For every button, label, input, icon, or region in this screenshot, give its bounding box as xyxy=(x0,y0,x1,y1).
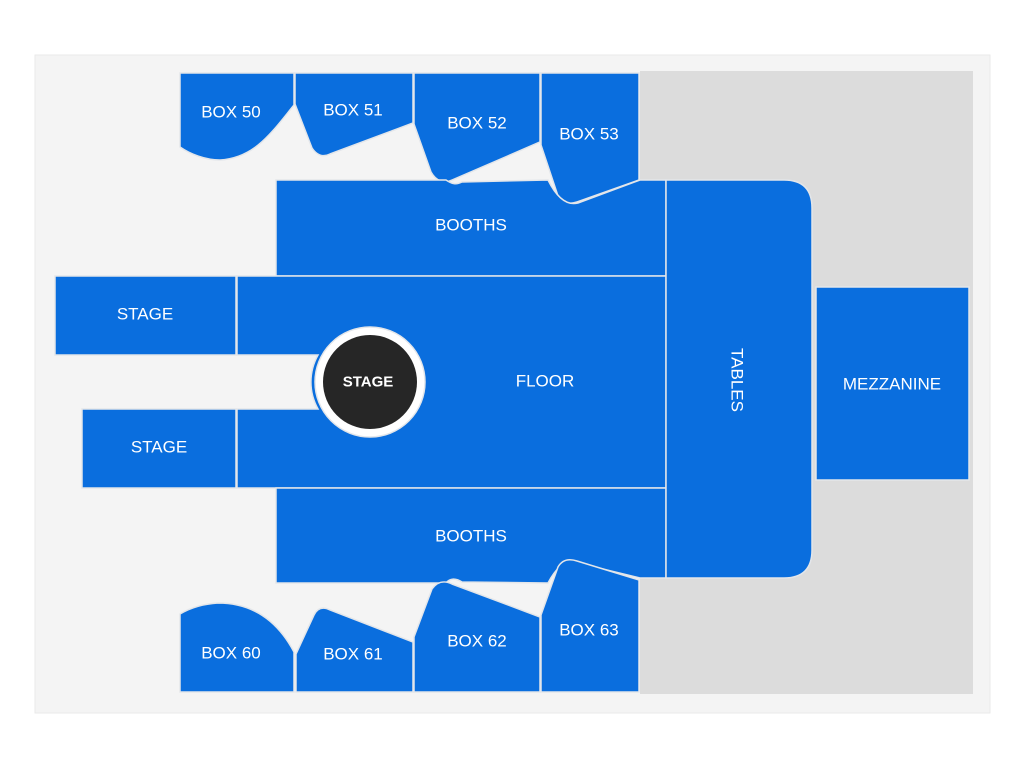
section-stage-left-bottom[interactable]: STAGE xyxy=(81,408,237,489)
stage-center: STAGE xyxy=(314,326,426,438)
section-booths-bottom[interactable]: BOOTHS xyxy=(275,487,667,584)
section-tables[interactable]: TABLES xyxy=(665,179,813,579)
section-box-53[interactable]: BOX 53 xyxy=(540,72,640,205)
section-booths-top[interactable]: BOOTHS xyxy=(275,179,667,277)
section-stage-left-top[interactable]: STAGE xyxy=(54,275,237,356)
section-mezzanine[interactable]: MEZZANINE xyxy=(815,286,970,481)
section-box-63[interactable]: BOX 63 xyxy=(540,558,640,693)
